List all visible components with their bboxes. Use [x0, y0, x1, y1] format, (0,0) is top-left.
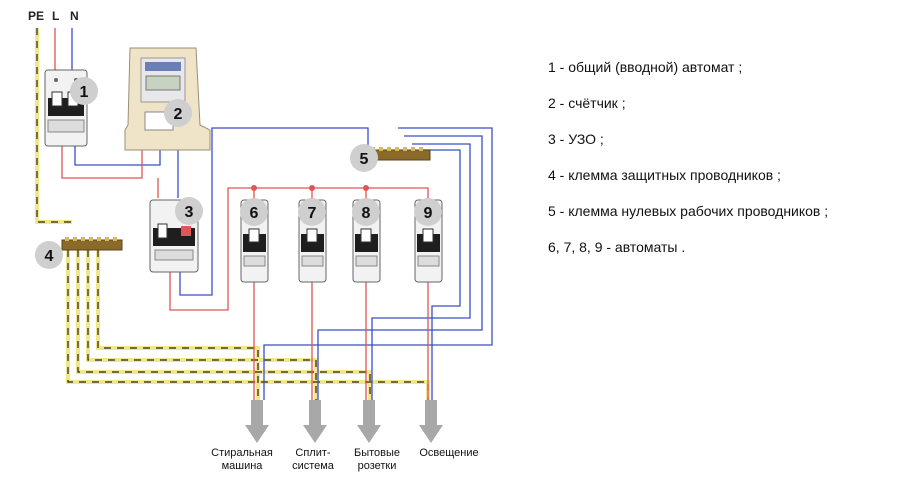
arrow-washing-machine	[245, 400, 269, 443]
badge-4: 4	[35, 241, 63, 269]
svg-text:4: 4	[45, 248, 54, 265]
svg-text:9: 9	[424, 205, 433, 222]
badge-7: 7	[298, 198, 326, 226]
badge-8: 8	[352, 198, 380, 226]
electricity-meter	[124, 47, 211, 151]
l-wire-label: L	[52, 9, 59, 23]
load-label-split-1: Сплит-	[295, 447, 331, 459]
main-breaker	[44, 69, 88, 147]
load-arrows	[245, 400, 443, 443]
svg-text:2: 2	[174, 106, 183, 123]
load-label-sockets-1: Бытовые	[354, 447, 400, 459]
legend-item-breakers: 6, 7, 8, 9 - автоматы .	[548, 239, 686, 255]
svg-text:3: 3	[185, 204, 194, 221]
badge-3: 3	[175, 197, 203, 225]
legend-item-rcd: 3 - УЗО ;	[548, 131, 604, 147]
pe-terminal-block	[61, 237, 123, 251]
arrow-lighting	[419, 400, 443, 443]
legend: 1 - общий (вводной) автомат ; 2 - счётчи…	[548, 58, 908, 274]
svg-text:1: 1	[80, 84, 89, 101]
legend-item-pe-terminal: 4 - клемма защитных проводников ;	[548, 167, 781, 183]
neutral-wires	[71, 28, 493, 400]
arrow-split-system	[303, 400, 327, 443]
badge-5: 5	[350, 144, 378, 172]
badge-2: 2	[164, 99, 192, 127]
pe-wire-label: PE	[28, 9, 44, 23]
load-label-split-2: система	[292, 460, 335, 472]
load-label-washing-1: Стиральная	[211, 447, 273, 459]
legend-item-main-breaker: 1 - общий (вводной) автомат ;	[548, 59, 743, 75]
badge-9: 9	[414, 198, 442, 226]
badge-6: 6	[240, 198, 268, 226]
n-wire-label: N	[70, 9, 79, 23]
legend-item-meter: 2 - счётчик ;	[548, 95, 626, 111]
load-label-lighting-1: Освещение	[419, 447, 478, 459]
phase-wires	[54, 28, 429, 400]
badge-1: 1	[70, 77, 98, 105]
svg-text:5: 5	[360, 151, 369, 168]
legend-item-neutral-terminal: 5 - клемма нулевых рабочих проводников ;	[548, 203, 829, 219]
load-label-sockets-2: розетки	[358, 460, 397, 472]
busbar-junctions	[251, 185, 369, 191]
arrow-sockets	[357, 400, 381, 443]
load-label-washing-2: машина	[222, 460, 264, 472]
svg-text:8: 8	[362, 205, 371, 222]
svg-text:6: 6	[250, 205, 259, 222]
svg-text:7: 7	[308, 205, 317, 222]
